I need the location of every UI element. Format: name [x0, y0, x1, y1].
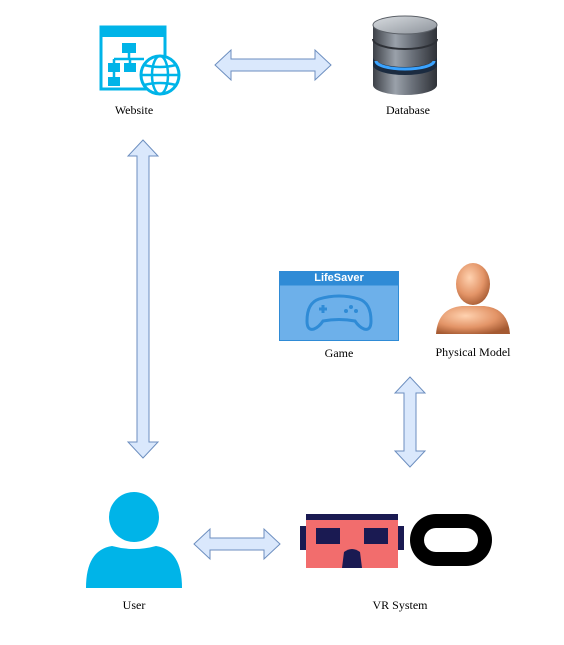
- edge-user-vr-system: [193, 527, 281, 561]
- user-label: User: [122, 598, 146, 612]
- vr-system-node: [300, 510, 496, 572]
- physical-model-node: [432, 260, 514, 336]
- person-bust-icon: [436, 263, 510, 334]
- vr-headset-icon: [300, 514, 492, 568]
- edge-website-database: [214, 48, 332, 82]
- game-window-title: LifeSaver: [314, 272, 364, 284]
- gamepad-window-icon: [279, 271, 399, 341]
- database-node: [368, 15, 442, 97]
- edge-website-user: [126, 139, 160, 459]
- edge-physical-model-vr-system: [393, 376, 427, 468]
- website-node: [98, 25, 186, 97]
- game-node: LifeSaver: [279, 271, 399, 341]
- database-cylinder-icon: [372, 15, 438, 95]
- user-node: [84, 490, 184, 590]
- vr-system-label: VR System: [372, 598, 428, 612]
- game-label: Game: [324, 346, 354, 360]
- database-label: Database: [386, 103, 430, 117]
- physical-model-label: Physical Model: [435, 345, 511, 359]
- website-sitemap-globe-icon: [99, 25, 181, 96]
- user-silhouette-icon: [86, 492, 182, 588]
- website-label: Website: [114, 103, 154, 117]
